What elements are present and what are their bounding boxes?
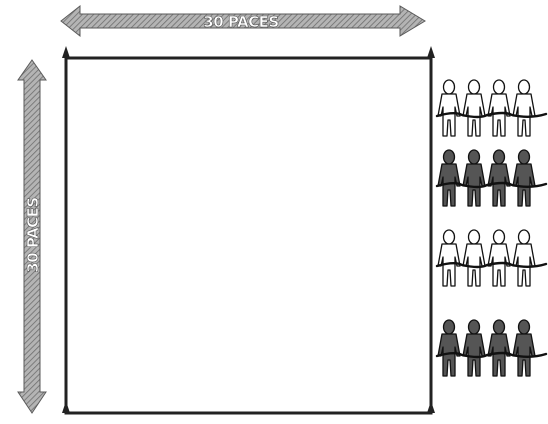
person-figure <box>513 230 535 286</box>
person-figure <box>513 80 535 136</box>
person-figure <box>463 80 485 136</box>
top-width-arrow-label: 30 PACES <box>203 13 278 31</box>
person-figure <box>488 150 510 206</box>
team-row-1 <box>437 80 546 136</box>
person-figure <box>488 80 510 136</box>
person-figure <box>513 150 535 206</box>
corner-marker-top-right <box>427 46 435 58</box>
top-width-arrow: 30 PACES <box>61 6 425 36</box>
person-figure <box>463 150 485 206</box>
playing-field <box>62 46 435 413</box>
team-row-3 <box>437 230 546 286</box>
corner-marker-top-left <box>62 46 70 58</box>
person-figure <box>513 320 535 376</box>
team-row-4 <box>437 320 546 376</box>
field-boundary <box>66 58 431 413</box>
team-row-2 <box>437 150 546 206</box>
person-figure <box>488 230 510 286</box>
person-figure <box>463 320 485 376</box>
left-height-arrow: 30 PACES <box>18 60 46 413</box>
person-figure <box>438 230 460 286</box>
teams-group <box>437 80 546 376</box>
person-figure <box>438 150 460 206</box>
person-figure <box>438 320 460 376</box>
person-figure <box>488 320 510 376</box>
left-height-arrow-label: 30 PACES <box>24 197 42 272</box>
person-figure <box>463 230 485 286</box>
person-figure <box>438 80 460 136</box>
